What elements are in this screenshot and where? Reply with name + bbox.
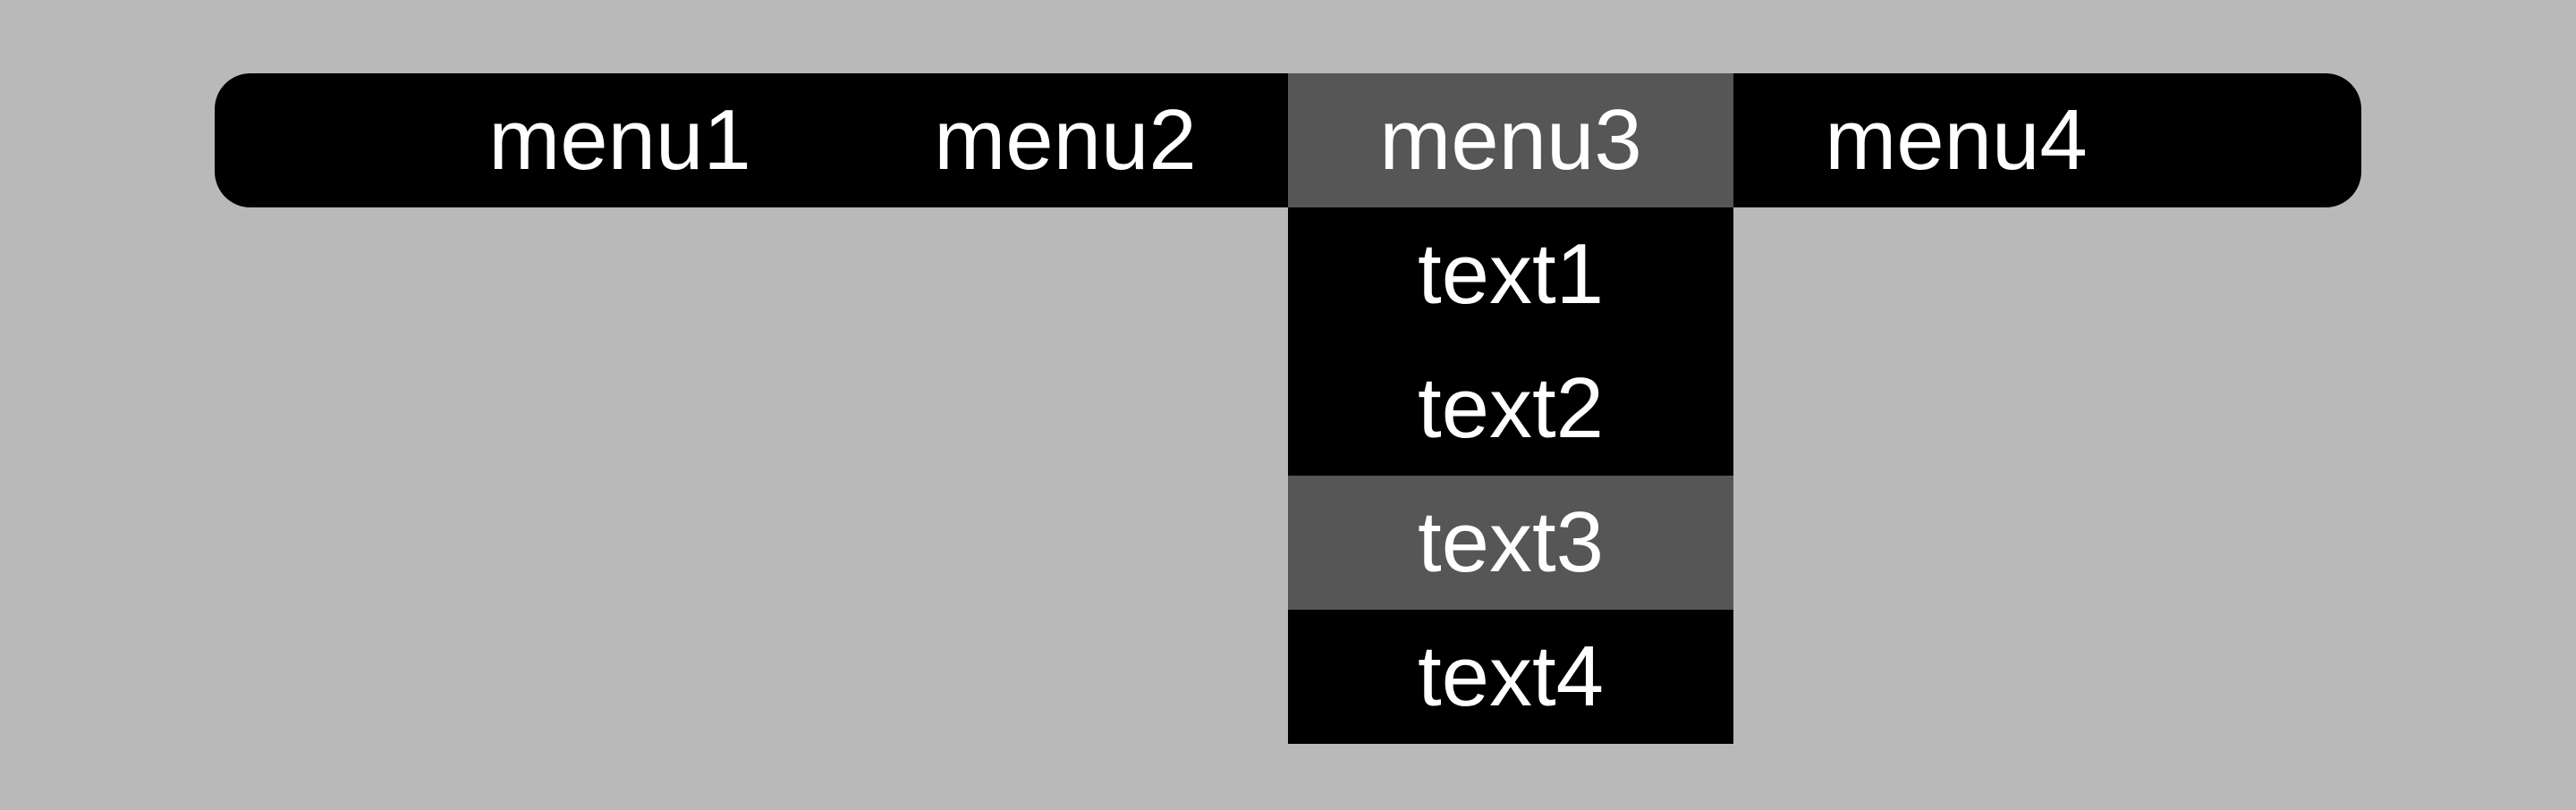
menu-item-menu3[interactable]: menu3 text1 text2 text3 text4	[1288, 73, 1733, 744]
menu-item-label: menu2	[934, 92, 1197, 188]
dropdown-item-label: text3	[1417, 494, 1605, 590]
dropdown-item-text1[interactable]: text1	[1288, 207, 1733, 342]
menu-item-label: menu4	[1825, 92, 2088, 188]
dropdown-item-label: text4	[1417, 629, 1605, 724]
dropdown-item-text4[interactable]: text4	[1288, 610, 1733, 744]
menu3-dropdown: text1 text2 text3 text4	[1288, 207, 1733, 744]
menu-bar: menu1 menu2 menu3 text1 text2 text3 text…	[215, 73, 2361, 744]
menu-item-menu1[interactable]: menu1	[397, 73, 843, 207]
dropdown-item-text2[interactable]: text2	[1288, 342, 1733, 476]
dropdown-item-label: text1	[1417, 226, 1605, 322]
menu-item-label: menu1	[488, 92, 751, 188]
dropdown-item-text3[interactable]: text3	[1288, 476, 1733, 610]
menu-item-menu4[interactable]: menu4	[1733, 73, 2179, 207]
menu-item-menu2[interactable]: menu2	[843, 73, 1288, 207]
dropdown-item-label: text2	[1417, 360, 1605, 456]
menu-item-label: menu3	[1379, 92, 1642, 188]
